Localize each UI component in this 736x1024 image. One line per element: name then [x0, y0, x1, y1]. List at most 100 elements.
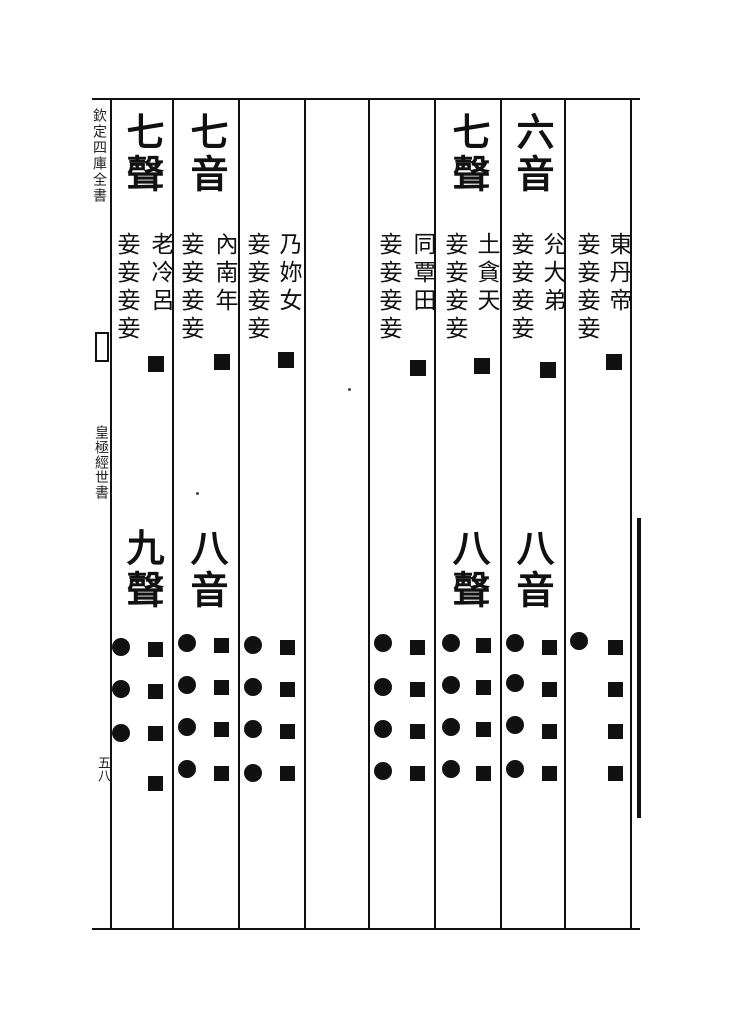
square-mark [608, 640, 623, 655]
square-mark [148, 684, 163, 699]
square-mark [542, 640, 557, 655]
edge-shadow [637, 518, 641, 818]
square-mark [214, 680, 229, 695]
square-mark [410, 640, 425, 655]
round-mark [442, 676, 460, 694]
example-chars: 妾妾妾妾 [113, 232, 139, 344]
column-heading: 九聲 [120, 528, 165, 612]
round-mark [244, 720, 262, 738]
square-mark [608, 682, 623, 697]
round-mark [506, 634, 524, 652]
column-rule [434, 100, 436, 928]
square-mark [476, 638, 491, 653]
column-rule [368, 100, 370, 928]
round-mark [442, 718, 460, 736]
black-square [410, 360, 426, 376]
round-mark [374, 762, 392, 780]
column-rule [500, 100, 502, 928]
column-rule [172, 100, 174, 928]
square-mark [280, 766, 295, 781]
fish-tail-mark [95, 332, 109, 362]
black-square [148, 356, 164, 372]
square-mark [214, 638, 229, 653]
ink-speck [196, 492, 199, 495]
round-mark [178, 760, 196, 778]
initial-chars: 東丹帝 [605, 232, 631, 316]
column-heading: 七聲 [120, 112, 165, 196]
example-chars: 妾妾妾妾 [243, 232, 269, 344]
square-mark [280, 724, 295, 739]
initial-chars: 老冷呂 [147, 232, 173, 316]
round-mark [374, 720, 392, 738]
round-mark [178, 718, 196, 736]
margin-book-title: 皇極經世書 [93, 425, 109, 500]
black-square [474, 358, 490, 374]
square-mark [476, 722, 491, 737]
square-mark [608, 766, 623, 781]
margin-title: 欽定四庫全書 [91, 108, 107, 204]
square-mark [148, 642, 163, 657]
round-mark [506, 716, 524, 734]
example-chars: 妾妾妾妾 [177, 232, 203, 344]
column-heading: 七音 [184, 112, 229, 196]
round-mark [244, 636, 262, 654]
bottom-border [92, 928, 640, 930]
square-mark [148, 726, 163, 741]
column-rule [630, 100, 632, 928]
column-heading: 七聲 [446, 112, 491, 196]
square-mark [542, 724, 557, 739]
example-chars: 妾妾妾妾 [573, 232, 599, 344]
square-mark [280, 682, 295, 697]
column-heading: 六音 [510, 112, 555, 196]
square-mark [542, 682, 557, 697]
column-rule [564, 100, 566, 928]
round-mark [112, 724, 130, 742]
round-mark [442, 760, 460, 778]
round-mark [178, 634, 196, 652]
round-mark [112, 680, 130, 698]
ink-speck [348, 388, 351, 391]
round-mark [374, 634, 392, 652]
black-square [214, 354, 230, 370]
column-rule [238, 100, 240, 928]
square-mark [280, 640, 295, 655]
square-mark [608, 724, 623, 739]
round-mark [178, 676, 196, 694]
example-chars: 妾妾妾妾 [441, 232, 467, 344]
round-mark [506, 674, 524, 692]
round-mark [244, 764, 262, 782]
round-mark [374, 678, 392, 696]
initial-chars: 兊大弟 [539, 232, 565, 316]
round-mark [570, 632, 588, 650]
round-mark [442, 634, 460, 652]
column-heading: 八聲 [446, 528, 491, 612]
page-number: 五八 [95, 756, 110, 782]
square-mark [148, 776, 163, 791]
square-mark [214, 722, 229, 737]
black-square [540, 362, 556, 378]
top-border [92, 98, 640, 100]
column-rule [304, 100, 306, 928]
round-mark [244, 678, 262, 696]
initial-chars: 土貪天 [473, 232, 499, 316]
black-square [606, 354, 622, 370]
round-mark [112, 638, 130, 656]
square-mark [410, 724, 425, 739]
square-mark [214, 766, 229, 781]
column-heading: 八音 [510, 528, 555, 612]
square-mark [410, 682, 425, 697]
square-mark [476, 766, 491, 781]
round-mark [506, 760, 524, 778]
initial-chars: 乃妳女 [275, 232, 301, 316]
square-mark [476, 680, 491, 695]
column-heading: 八音 [184, 528, 229, 612]
initial-chars: 內南年 [211, 232, 237, 316]
black-square [278, 352, 294, 368]
square-mark [410, 766, 425, 781]
example-chars: 妾妾妾妾 [507, 232, 533, 344]
square-mark [542, 766, 557, 781]
initial-chars: 同覃田 [409, 232, 435, 316]
example-chars: 妾妾妾妾 [375, 232, 401, 344]
column-rule [110, 100, 112, 928]
